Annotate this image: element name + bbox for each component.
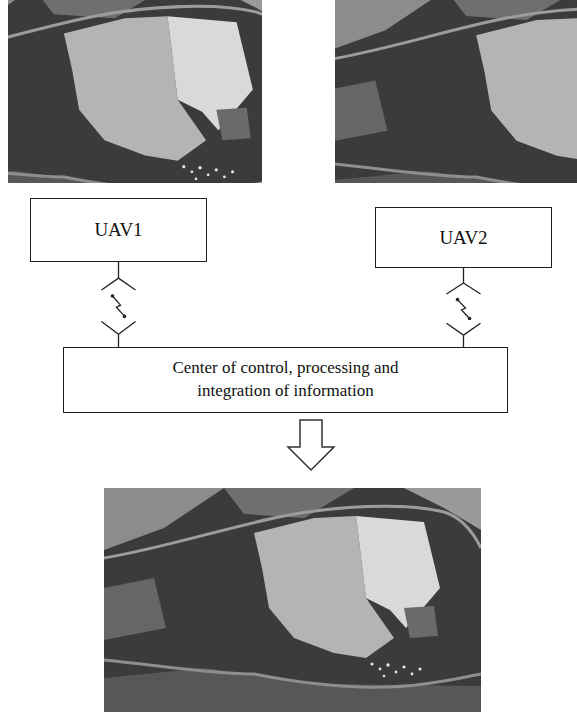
antenna-arm bbox=[447, 323, 464, 335]
control-center-box: Center of control, processing and integr… bbox=[63, 347, 508, 413]
antenna-arm bbox=[119, 322, 136, 335]
hollow-arrow bbox=[288, 420, 334, 470]
uav2-photo bbox=[325, 0, 577, 215]
aerial-scene bbox=[325, 0, 577, 215]
antenna-symbols bbox=[102, 278, 481, 335]
box-label: Center of control, processing and integr… bbox=[136, 357, 436, 403]
signal-dot bbox=[468, 317, 472, 321]
antenna-arm bbox=[464, 323, 481, 335]
box-label: UAV2 bbox=[439, 225, 487, 251]
antenna-arm bbox=[119, 278, 136, 290]
signal-dot bbox=[111, 294, 115, 298]
signal-dot bbox=[456, 298, 460, 302]
antenna-arm bbox=[102, 278, 119, 290]
uav1-photo bbox=[0, 0, 295, 216]
antenna-arm bbox=[447, 283, 464, 294]
uav-box: UAV1 bbox=[30, 198, 207, 262]
uav-box: UAV2 bbox=[375, 207, 552, 268]
antenna-arm bbox=[102, 322, 119, 335]
fused-photo bbox=[104, 488, 481, 712]
signal-dot bbox=[123, 315, 127, 319]
antenna-arm bbox=[464, 283, 481, 294]
box-label: UAV1 bbox=[94, 217, 142, 243]
aerial-scene bbox=[0, 0, 295, 216]
aerial-scene bbox=[104, 488, 481, 712]
